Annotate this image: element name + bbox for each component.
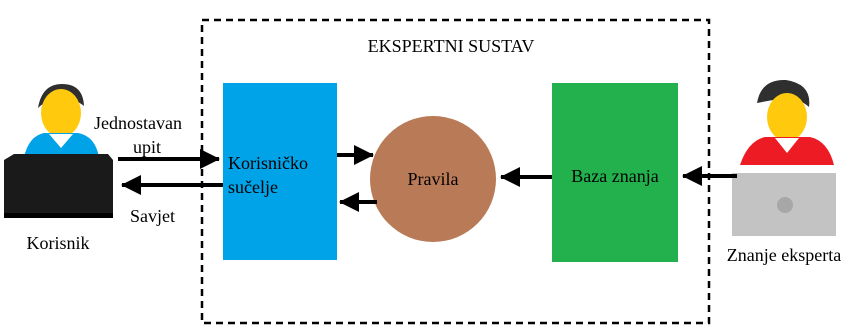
- expert-laptop-logo: [777, 197, 793, 213]
- expert-label: Znanje eksperta: [726, 245, 842, 265]
- rules-label: Pravila: [407, 169, 459, 189]
- interface-block: [223, 83, 337, 260]
- expert-collar: [775, 138, 799, 153]
- query-label-line-2: upit: [132, 137, 161, 157]
- system-boundary: [200, 18, 711, 325]
- expert-icon: [732, 79, 836, 236]
- interface-label-line-1: Korisničko: [228, 153, 308, 173]
- expert-face: [767, 93, 807, 141]
- user-laptop-edge: [4, 213, 113, 218]
- user-collar: [49, 134, 73, 148]
- knowledge-base-block: [552, 83, 678, 262]
- user-face: [41, 89, 81, 137]
- system-title: EKSPERTNI SUSTAV: [367, 36, 535, 56]
- query-label-line-1: Jednostavan: [94, 113, 182, 133]
- user-laptop-base: [4, 154, 113, 218]
- rules-circle: [370, 116, 496, 242]
- advice-label: Savjet: [130, 206, 175, 226]
- knowledge-base-label: Baza znanja: [571, 166, 659, 186]
- interface-label-line-2: sučelje: [228, 177, 278, 197]
- user-label: Korisnik: [26, 233, 90, 253]
- user-icon: [4, 84, 113, 218]
